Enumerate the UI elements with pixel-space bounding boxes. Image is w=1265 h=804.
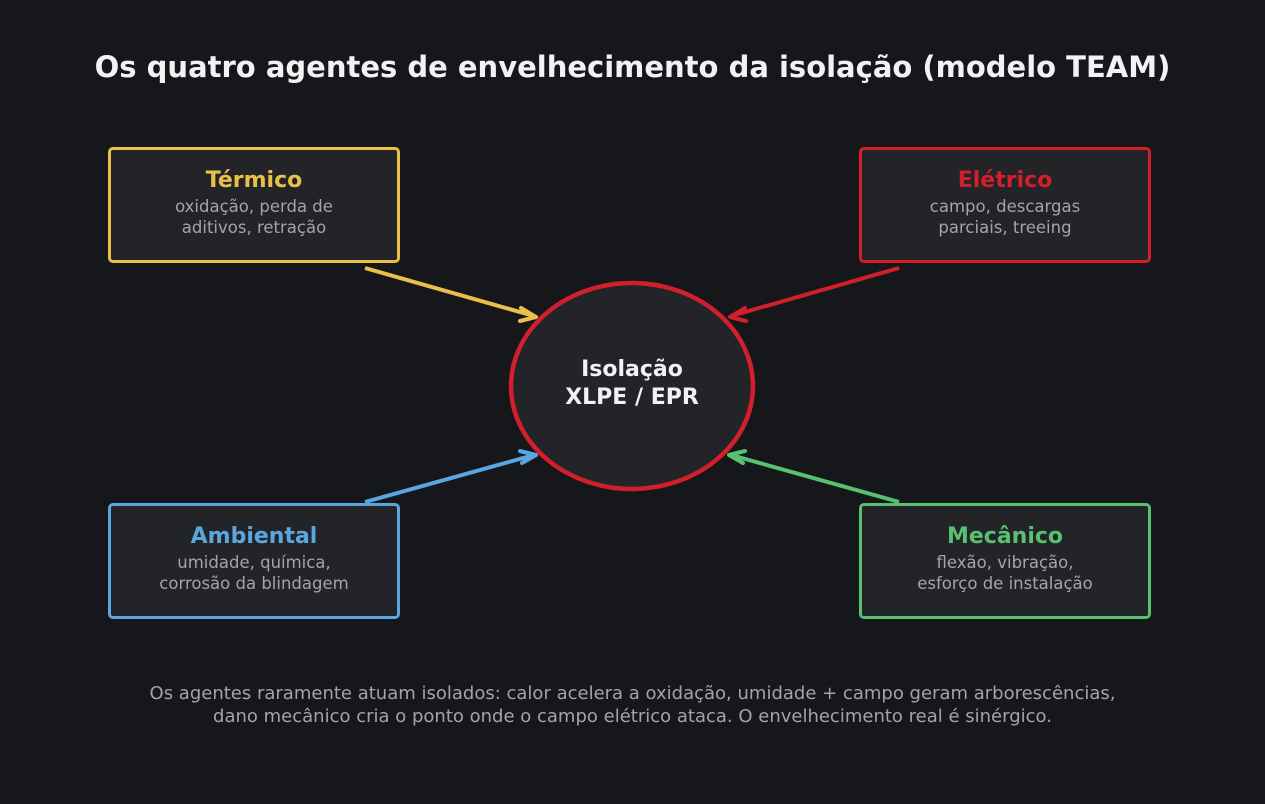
agent-name-electrical: Elétrico — [957, 168, 1053, 193]
agent-name-thermal: Térmico — [205, 168, 303, 193]
agent-description-mechanical: flexão, vibração, esforço de instalação — [917, 553, 1093, 593]
agent-box-electrical: Elétrico campo, descargas parciais, tree… — [859, 147, 1151, 263]
agent-description-environmental: umidade, química, corrosão da blindagem — [159, 553, 349, 593]
agent-name-environmental: Ambiental — [190, 524, 318, 549]
agent-description-electrical: campo, descargas parciais, treeing — [929, 197, 1081, 237]
insulation-ellipse — [508, 280, 756, 492]
center-label: Isolação XLPE / EPR — [565, 357, 699, 410]
agent-box-mechanical: Mecânico flexão, vibração, esforço de in… — [859, 503, 1151, 619]
agent-name-mechanical: Mecânico — [946, 524, 1064, 549]
agent-description-thermal: oxidação, perda de aditivos, retração — [175, 197, 333, 237]
arrow-mechanical — [727, 449, 900, 504]
agent-box-thermal: Térmico oxidação, perda de aditivos, ret… — [108, 147, 400, 263]
arrow-electrical — [728, 266, 900, 323]
arrow-thermal — [364, 266, 538, 323]
arrow-environmental — [364, 449, 538, 504]
footer-note: Os agentes raramente atuam isolados: cal… — [149, 683, 1116, 727]
diagram-title: Os quatro agentes de envelhecimento da i… — [94, 50, 1171, 84]
agent-box-environmental: Ambiental umidade, química, corrosão da … — [108, 503, 400, 619]
